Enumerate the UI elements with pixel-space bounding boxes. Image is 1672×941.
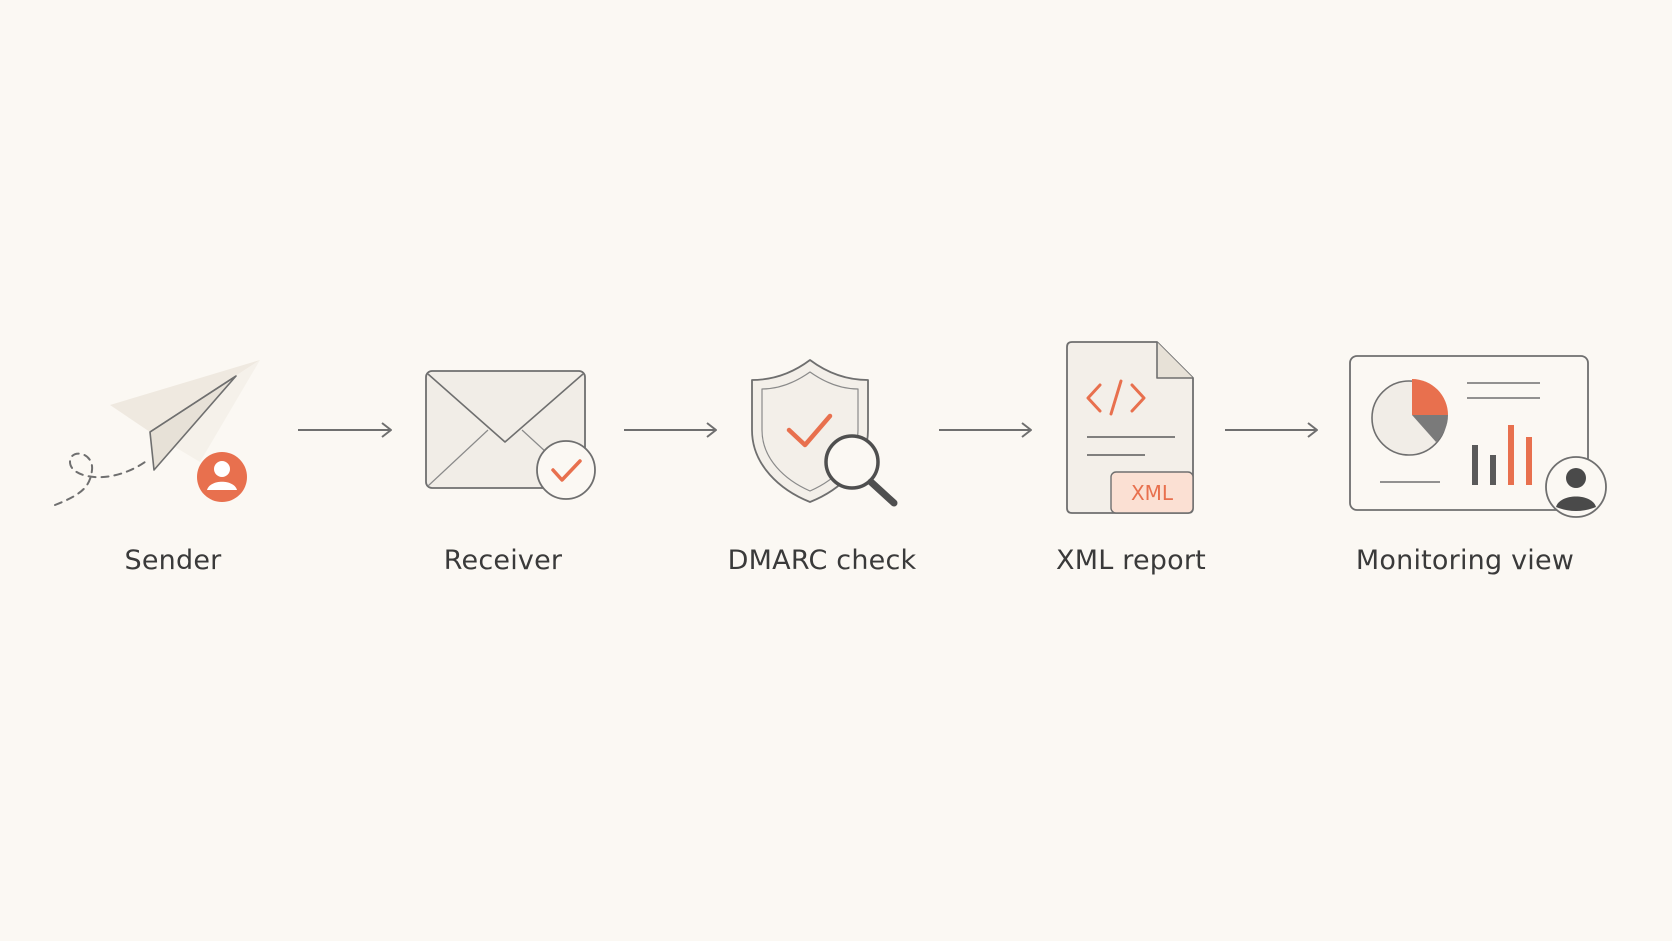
step-label-dmarc-check: DMARC check	[727, 545, 917, 576]
step-label-xml-report: XML report	[1056, 545, 1206, 576]
paper-plane-icon	[54, 360, 260, 506]
bar-chart-icon	[1472, 425, 1532, 485]
xml-document-icon: XML	[1066, 341, 1194, 514]
step-label-receiver: Receiver	[443, 545, 563, 576]
pie-chart-icon	[1371, 379, 1449, 456]
shield-magnifier-icon	[751, 359, 898, 507]
shield-check	[786, 413, 833, 448]
flow-arrow-4	[1225, 422, 1318, 438]
flow-arrow-2	[624, 422, 717, 438]
user-badge-icon	[197, 452, 247, 502]
envelope-flap	[427, 373, 584, 443]
xml-badge	[1110, 471, 1194, 514]
shield-inner	[761, 371, 859, 492]
flow-arrow-3	[939, 422, 1032, 438]
magnifier-icon	[824, 434, 898, 507]
code-brackets-icon	[1086, 379, 1146, 416]
plane-left-wing	[110, 360, 260, 432]
step-label-sender: Sender	[124, 545, 222, 576]
dashboard-icon	[1349, 355, 1607, 518]
check-badge-icon	[536, 440, 596, 500]
envelope-check-icon	[425, 370, 596, 500]
plane-crease	[149, 375, 237, 433]
step-label-monitoring-view: Monitoring view	[1355, 545, 1575, 576]
document-fold	[1156, 342, 1193, 379]
dashed-flight-trail	[54, 452, 146, 506]
user-avatar-icon	[1545, 456, 1607, 518]
xml-badge-label: XML	[1131, 481, 1174, 505]
flow-arrow-1	[298, 422, 392, 438]
